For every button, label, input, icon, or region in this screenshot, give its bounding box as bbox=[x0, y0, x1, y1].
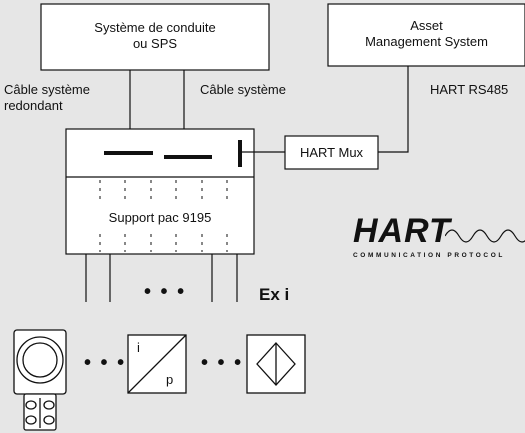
hart-mux-label: HART Mux bbox=[299, 145, 364, 160]
hart-wave-icon bbox=[445, 229, 525, 243]
asset-management-line2: Management System bbox=[365, 34, 488, 49]
system-cable-label: Câble système bbox=[200, 82, 286, 97]
ip-converter-i: i bbox=[137, 340, 140, 355]
support-box bbox=[65, 128, 255, 255]
device-ellipsis-1: • • • bbox=[84, 352, 127, 374]
redundant-cable-line2: redondant bbox=[4, 98, 63, 113]
hart-logo-subtitle: COMMUNICATION PROTOCOL bbox=[353, 252, 505, 259]
hart-rs485-label: HART RS485 bbox=[430, 82, 509, 97]
module-separators bbox=[99, 180, 228, 252]
ip-converter bbox=[127, 334, 187, 394]
ip-converter-p: p bbox=[166, 372, 174, 387]
hart-logo-word: HART bbox=[353, 212, 451, 250]
transmitter-device bbox=[13, 329, 67, 431]
asset-management-label: Asset Management System bbox=[328, 18, 525, 50]
control-system-line2: ou SPS bbox=[132, 36, 178, 51]
support-label: Support pac 9195 bbox=[108, 210, 212, 225]
control-system-label: Système de conduite ou SPS bbox=[41, 20, 269, 52]
field-lines bbox=[85, 254, 238, 302]
field-ellipsis: • • • bbox=[144, 281, 187, 303]
control-system-line1: Système de conduite bbox=[94, 20, 216, 35]
ex-i-label: Ex i bbox=[259, 285, 290, 304]
asset-management-line1: Asset bbox=[410, 18, 443, 33]
control-system-box bbox=[40, 3, 270, 71]
hart-logo: HART COMMUNICATION PROTOCOL bbox=[353, 212, 525, 272]
rs485-line bbox=[378, 66, 409, 153]
proximity-sensor bbox=[246, 334, 306, 394]
device-ellipsis-2: • • • bbox=[201, 352, 244, 374]
asset-management-box bbox=[327, 3, 525, 67]
redundant-cable-line1: Câble système bbox=[4, 82, 90, 97]
redundant-cable-label: Câble système redondant bbox=[4, 82, 90, 114]
